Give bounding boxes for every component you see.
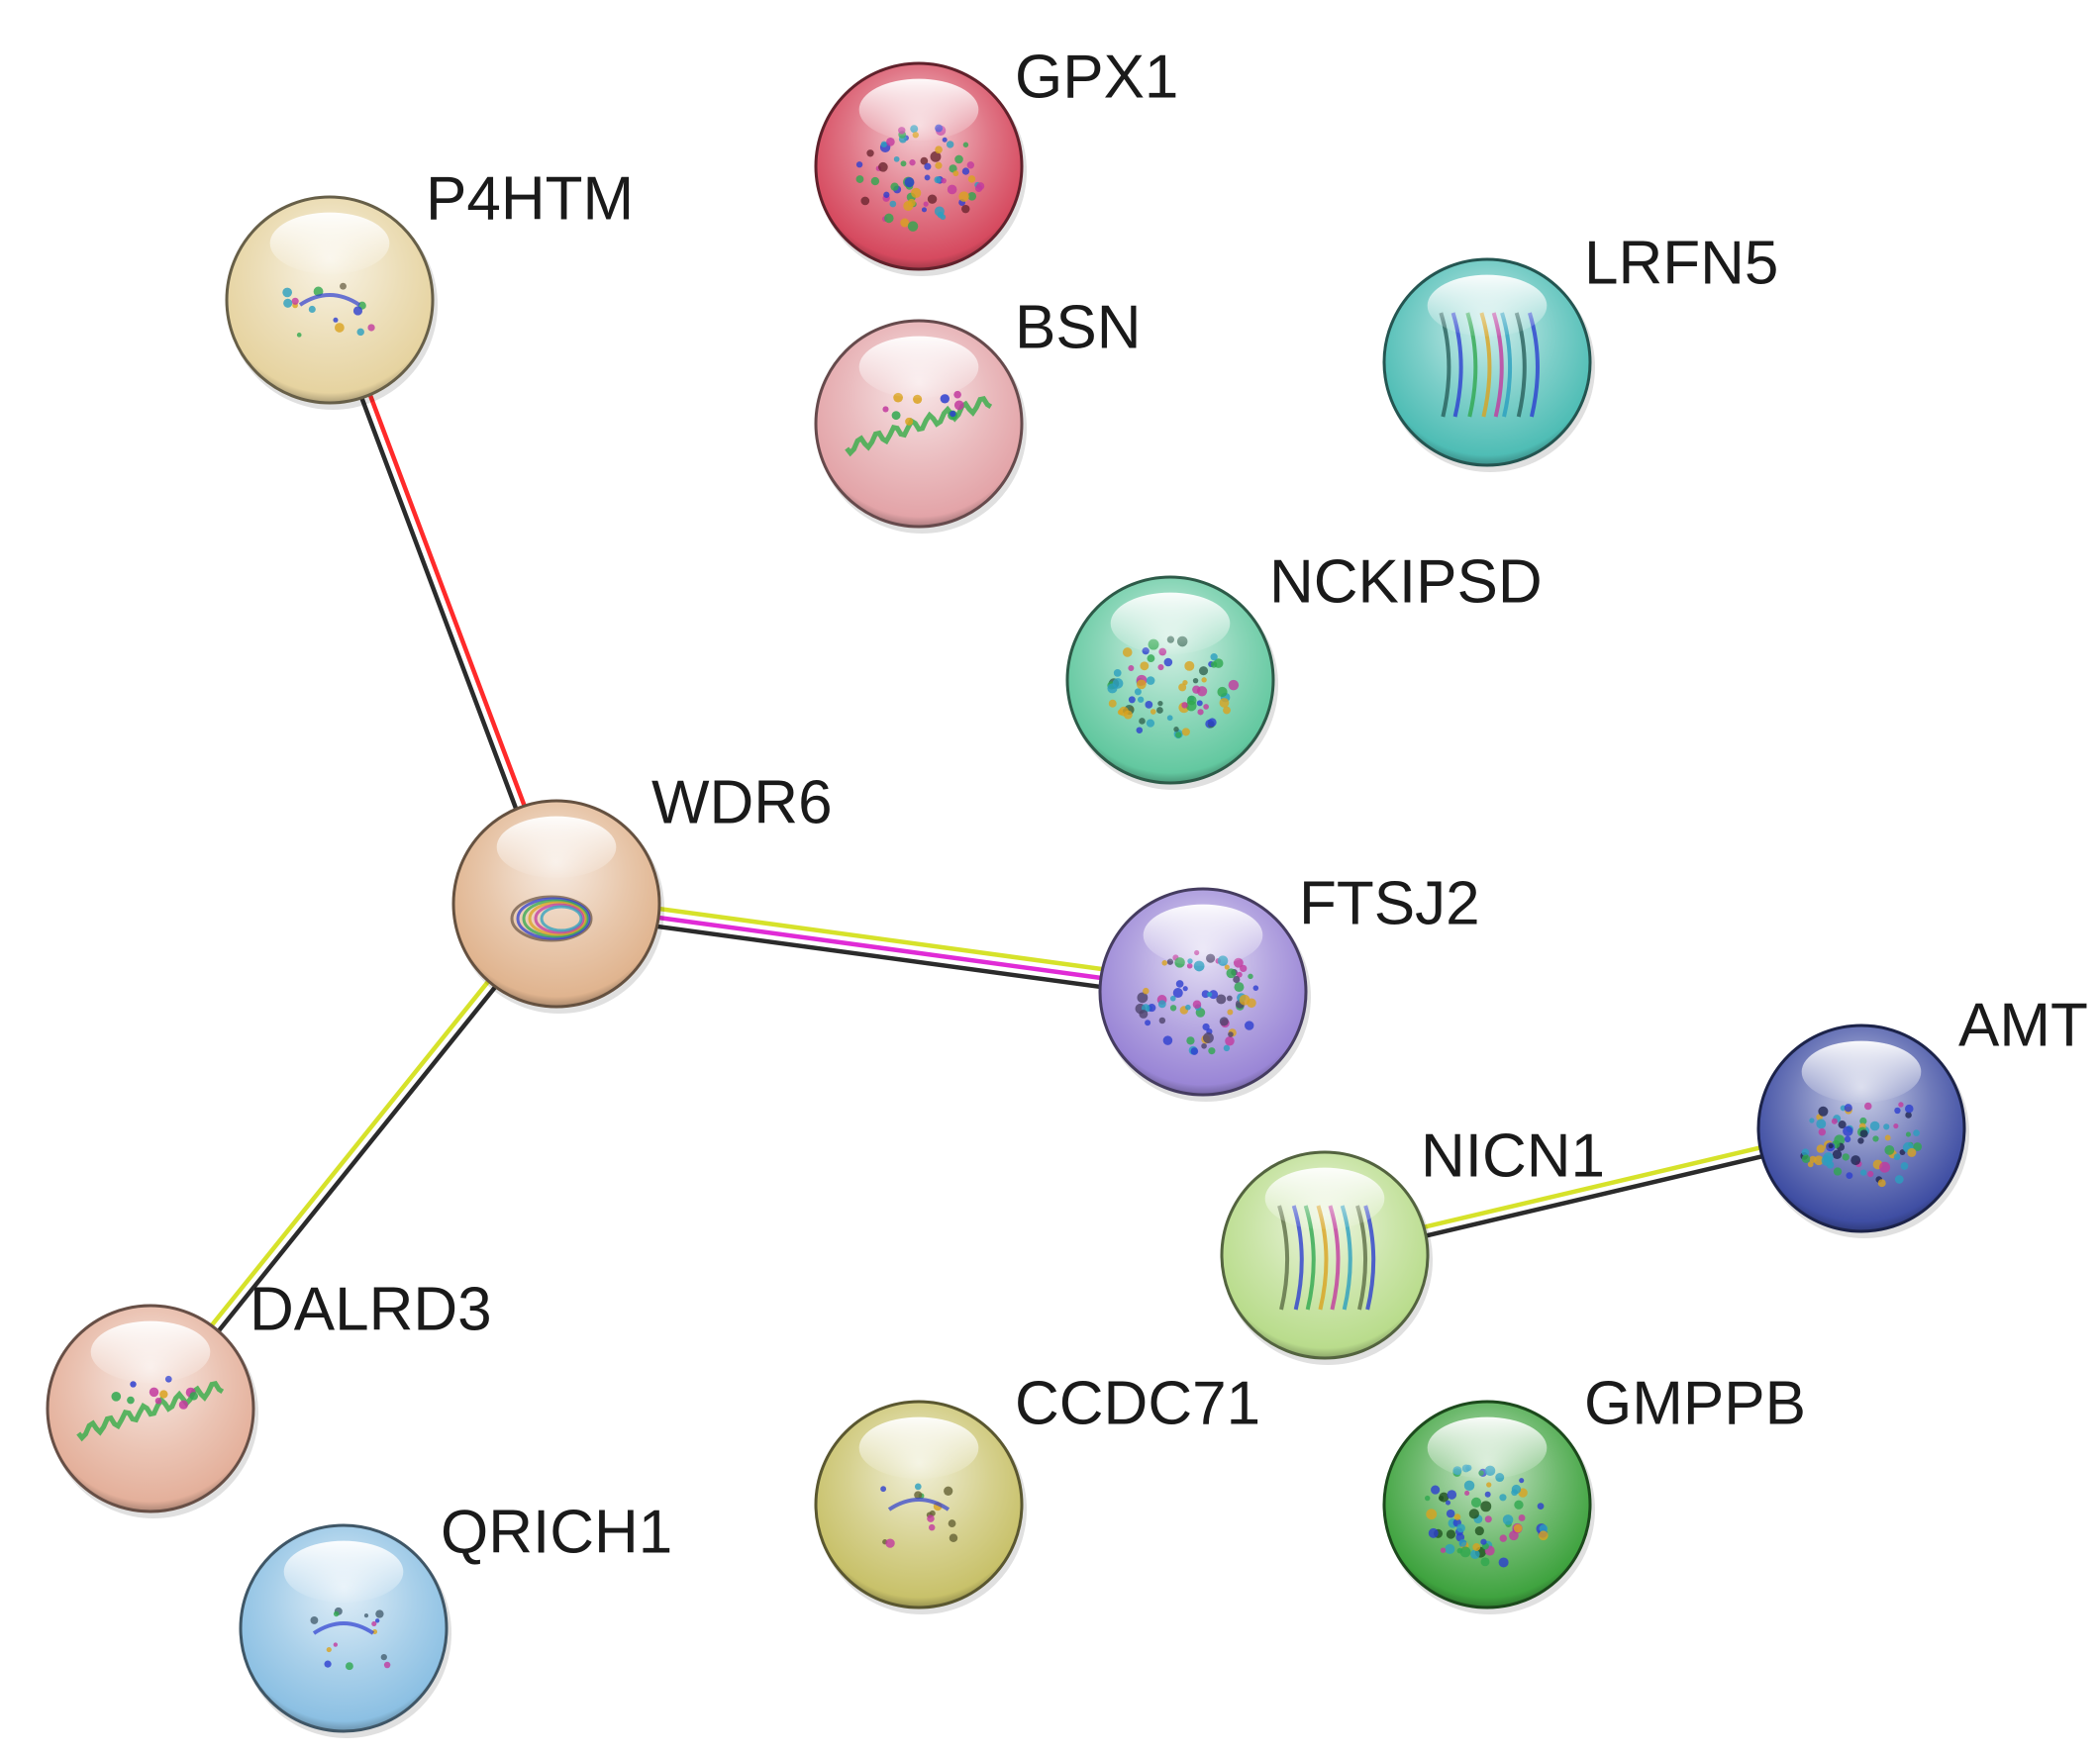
node-dalrd3[interactable] [46, 1304, 258, 1518]
edge-wdr6-ftsj2 [552, 892, 1207, 1004]
node-label-nicn1: NICN1 [1421, 1121, 1605, 1190]
protein-structure-icon [76, 1375, 225, 1442]
node-qrich1[interactable] [239, 1523, 451, 1738]
protein-structure-icon [845, 390, 993, 457]
edge-evidence-line [145, 898, 555, 1409]
edge-evidence-line [552, 910, 1205, 1004]
node-label-amt: AMT [1958, 991, 2088, 1059]
node-gloss [1801, 1040, 1922, 1104]
node-gloss [269, 212, 390, 274]
edge-evidence-line [323, 299, 555, 908]
node-gloss [1110, 592, 1231, 654]
node-gloss [1264, 1167, 1385, 1230]
edge-evidence-line [151, 904, 562, 1414]
node-gloss [90, 1320, 211, 1384]
node-p4htm[interactable] [225, 195, 438, 410]
protein-structure-icon [310, 1607, 391, 1671]
node-gloss [1427, 274, 1548, 337]
node-nicn1[interactable] [1220, 1150, 1433, 1365]
protein-structure-icon [880, 1483, 958, 1548]
node-label-p4htm: P4HTM [426, 164, 634, 233]
node-label-gmppb: GMPPB [1584, 1369, 1806, 1437]
node-label-ftsj2: FTSJ2 [1299, 869, 1480, 937]
node-label-lrfn5: LRFN5 [1584, 229, 1778, 297]
node-wdr6[interactable] [451, 799, 664, 1014]
node-gloss [496, 816, 617, 878]
node-gloss [858, 1416, 979, 1480]
edge-wdr6-dalrd3 [145, 898, 562, 1414]
node-gloss [1427, 1416, 1548, 1480]
node-gloss [858, 336, 979, 398]
node-lrfn5[interactable] [1382, 257, 1595, 472]
node-label-qrich1: QRICH1 [441, 1498, 672, 1566]
edges-layer [145, 296, 1865, 1414]
node-label-ccdc71: CCDC71 [1015, 1369, 1260, 1437]
protein-structure-icon [282, 282, 375, 338]
node-gloss [283, 1540, 404, 1604]
protein-structure-icon [1800, 1102, 1923, 1188]
node-bsn[interactable] [814, 319, 1027, 534]
protein-structure-icon [1107, 635, 1240, 739]
node-gloss [1143, 904, 1263, 966]
node-label-wdr6: WDR6 [651, 768, 833, 836]
node-gmppb[interactable] [1382, 1400, 1595, 1614]
nodes-layer [46, 61, 1969, 1738]
node-nckipsd[interactable] [1065, 575, 1278, 790]
node-label-nckipsd: NCKIPSD [1269, 547, 1543, 616]
edge-p4htm-wdr6 [323, 296, 563, 908]
node-gloss [858, 78, 979, 141]
node-gpx1[interactable] [814, 61, 1027, 276]
edge-evidence-line [553, 901, 1206, 995]
protein-structure-icon [510, 895, 593, 942]
node-label-gpx1: GPX1 [1015, 43, 1178, 111]
edge-evidence-line [331, 296, 563, 905]
node-ccdc71[interactable] [814, 1400, 1027, 1614]
node-ftsj2[interactable] [1098, 887, 1311, 1102]
edge-evidence-line [554, 892, 1207, 986]
node-label-bsn: BSN [1015, 293, 1141, 361]
node-amt[interactable] [1756, 1024, 1969, 1238]
node-label-dalrd3: DALRD3 [250, 1275, 492, 1343]
